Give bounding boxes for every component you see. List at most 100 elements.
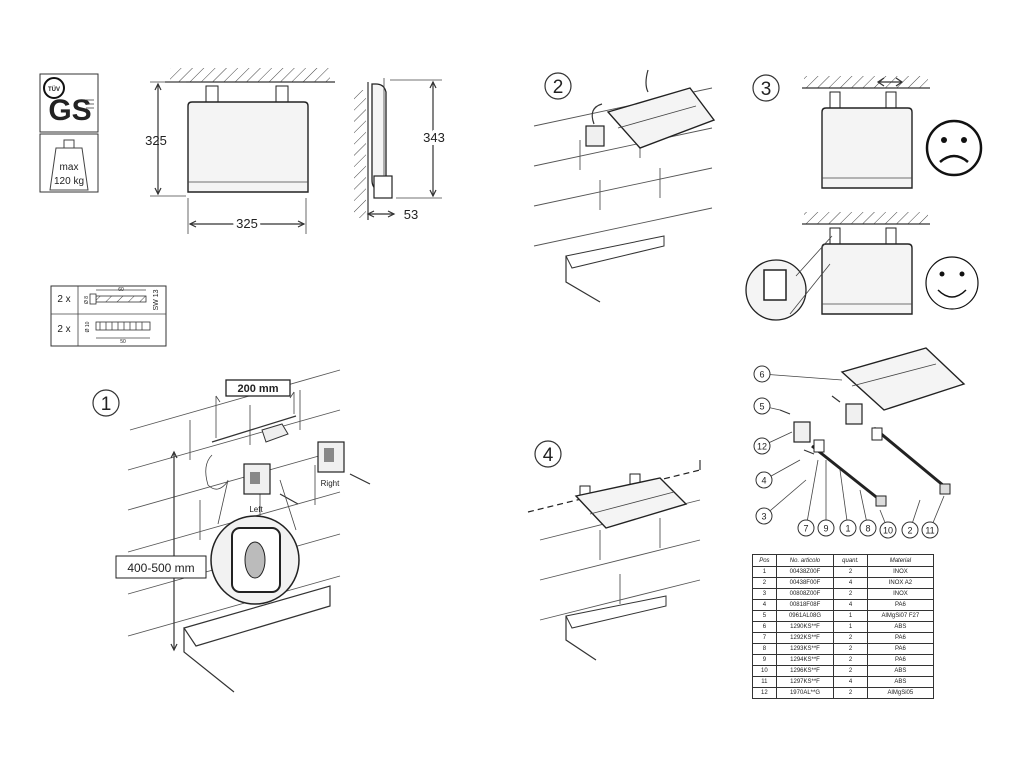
gs-text: GS: [48, 94, 91, 127]
hole-spacing-label: 200 mm: [238, 383, 279, 395]
table-cell: PA6: [866, 643, 935, 655]
step-1-number: 1: [101, 394, 112, 415]
callout-circle: [753, 437, 771, 455]
table-cell: PA6: [866, 599, 935, 611]
table-cell: 6: [752, 621, 777, 633]
callout-number: 2: [907, 526, 912, 536]
table-cell: PA6: [866, 654, 935, 666]
depth-dimension: 53: [404, 207, 418, 222]
part-callout: 9: [817, 460, 835, 537]
callout-circle: [839, 519, 857, 537]
table-cell: INOX: [866, 566, 935, 578]
part-callout: 1: [839, 469, 857, 537]
part-callout: 11: [921, 495, 945, 539]
column-header-quantity: quant.: [833, 554, 868, 567]
callout-number: 5: [759, 402, 764, 412]
table-cell: 00438F00F: [775, 577, 835, 589]
screw-quantity: 2 x: [57, 294, 70, 305]
part-callout: 5: [753, 397, 781, 415]
callout-circle: [755, 471, 773, 489]
table-cell: 9: [752, 654, 777, 666]
step-2-number: 2: [553, 77, 564, 98]
side-height-dimension: 343: [423, 130, 445, 145]
step-3-number: 3: [761, 79, 772, 100]
step-3-alignment-check: 3: [745, 74, 983, 321]
table-cell: ABS: [866, 676, 935, 688]
gs-certification-logo: TÜV GS: [39, 73, 99, 133]
table-cell: 00818F08F: [775, 599, 835, 611]
right-bracket-label: Right: [321, 479, 340, 488]
table-cell: 5: [752, 610, 777, 622]
happy-face-icon: [925, 256, 979, 310]
table-cell: 00438Z00F: [775, 566, 835, 578]
table-cell: 7: [752, 632, 777, 644]
part-callout: 3: [755, 479, 807, 525]
table-cell: 2: [833, 665, 868, 677]
column-header-pos: Pos: [752, 554, 777, 567]
callout-leader-line: [805, 459, 819, 529]
table-cell: 2: [833, 687, 868, 699]
tuv-text: TÜV: [48, 86, 60, 93]
left-bracket-label: Left: [249, 505, 263, 514]
table-cell: 4: [833, 676, 868, 688]
screw-wrench-size: SW 13: [153, 289, 160, 310]
table-cell: 1293KS**F: [775, 643, 835, 655]
table-cell: 1: [752, 566, 777, 578]
part-callout: 4: [755, 459, 801, 489]
table-cell: 1297KS**F: [775, 676, 835, 688]
part-callout: 10: [879, 509, 897, 539]
table-cell: 4: [833, 599, 868, 611]
table-cell: ABS: [866, 665, 935, 677]
callout-circle: [797, 519, 815, 537]
callout-circle: [921, 521, 939, 539]
width-dimension: 325: [236, 216, 258, 231]
table-cell: 1970AL**G: [775, 687, 835, 699]
table-cell: 1294KS**F: [775, 654, 835, 666]
fixings-kit-box: 2 x 2 x 60 Ø 8 SW 13 50 Ø 10: [50, 285, 167, 347]
table-cell: 2: [833, 566, 868, 578]
max-load-value: 120 kg: [54, 176, 84, 187]
sad-face-icon: [925, 119, 983, 177]
table-cell: 2: [752, 577, 777, 589]
side-view-dimension-drawing: 343 53: [354, 78, 448, 222]
table-cell: 3: [752, 588, 777, 600]
table-cell: 4: [752, 599, 777, 611]
callout-number: 1: [845, 524, 850, 534]
callout-number: 6: [759, 370, 764, 380]
callout-circle: [859, 519, 877, 537]
table-cell: 00808Z00F: [775, 588, 835, 600]
table-cell: 11: [752, 676, 777, 688]
table-cell: 1: [833, 610, 868, 622]
table-cell: 10: [752, 665, 777, 677]
table-cell: INOX: [866, 588, 935, 600]
callout-number: 10: [883, 526, 893, 536]
table-cell: 2: [833, 654, 868, 666]
table-cell: 1296KS**F: [775, 665, 835, 677]
callout-circle: [901, 521, 919, 539]
screw-length: 60: [118, 287, 124, 293]
callout-leader-line: [763, 479, 807, 517]
table-cell: AlMgSi05: [866, 687, 935, 699]
callout-number: 12: [757, 442, 767, 452]
callout-circle: [753, 397, 771, 415]
table-cell: INOX A2: [866, 577, 935, 589]
screw-diameter: Ø 8: [84, 296, 90, 304]
callout-circle: [755, 507, 773, 525]
table-cell: 2: [833, 588, 868, 600]
callout-number: 4: [761, 476, 766, 486]
dowel-length: 50: [120, 339, 126, 345]
table-cell: 1292KS**F: [775, 632, 835, 644]
height-dimension: 325: [145, 133, 167, 148]
table-cell: 0961AL08G: [775, 610, 835, 622]
